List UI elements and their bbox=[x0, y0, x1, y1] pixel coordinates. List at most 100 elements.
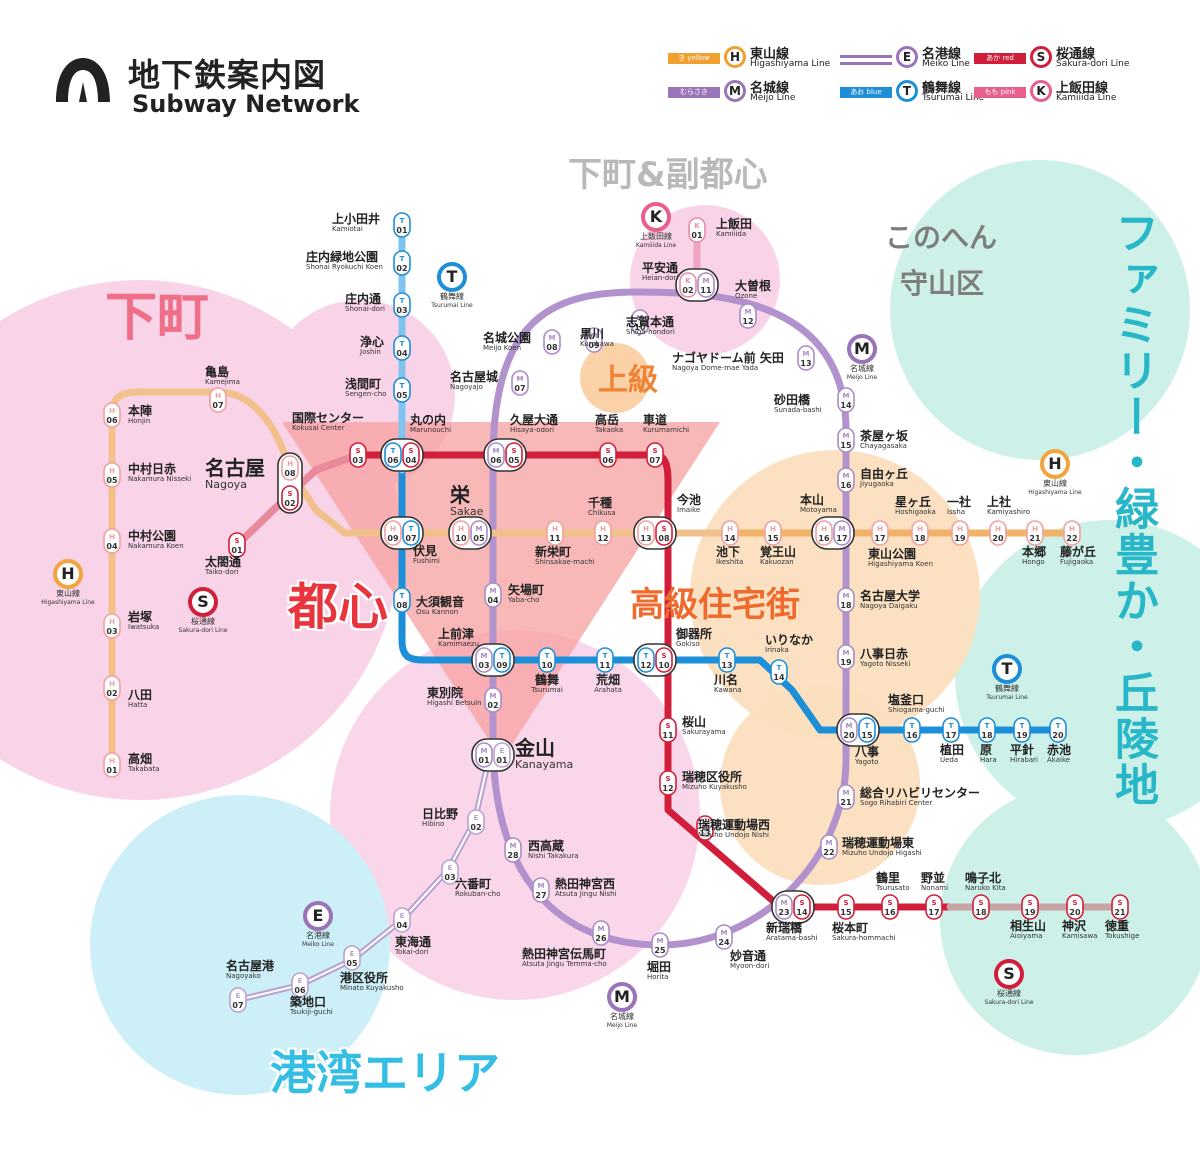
station-code-number: 19 bbox=[1024, 908, 1036, 917]
station-marker[interactable]: M16 bbox=[837, 467, 855, 493]
station-marker[interactable]: M18 bbox=[837, 587, 855, 613]
station-marker[interactable]: M25 bbox=[651, 932, 669, 958]
station-marker[interactable]: M22 bbox=[820, 834, 838, 860]
station-marker[interactable]: H19 bbox=[951, 520, 969, 546]
station-marker[interactable]: S20 bbox=[1066, 894, 1084, 920]
station-code-pill bbox=[504, 837, 522, 863]
station-name-en: Minato Kuyakusho bbox=[340, 983, 404, 992]
station-marker[interactable]: E06 bbox=[291, 972, 309, 998]
station-marker[interactable]: E04 bbox=[393, 907, 411, 933]
station-marker[interactable]: T02 bbox=[393, 250, 411, 276]
station-marker[interactable]: M19 bbox=[837, 644, 855, 670]
station-marker[interactable]: M13 bbox=[797, 345, 815, 371]
station-marker[interactable]: E05 bbox=[343, 945, 361, 971]
station-marker[interactable]: T17 bbox=[942, 717, 960, 743]
station-marker[interactable]: T14 bbox=[770, 659, 788, 685]
station-marker[interactable]: M09 bbox=[585, 327, 603, 353]
station-marker[interactable]: T03 bbox=[393, 292, 411, 318]
station-marker[interactable]: H02 bbox=[103, 675, 121, 701]
station-marker[interactable]: H17 bbox=[871, 520, 889, 546]
station-marker[interactable]: T11 bbox=[596, 647, 614, 673]
station-name-jp: 御器所 bbox=[676, 627, 713, 641]
station-marker[interactable]: S18 bbox=[972, 894, 990, 920]
station-marker[interactable]: S03 bbox=[349, 442, 367, 468]
station-marker[interactable]: T05 bbox=[393, 377, 411, 403]
station-marker[interactable]: M07 bbox=[511, 370, 529, 396]
station-marker[interactable]: T13 bbox=[718, 647, 736, 673]
station-marker[interactable]: M08 bbox=[543, 329, 561, 355]
station-marker[interactable]: M21 bbox=[837, 784, 855, 810]
station-name-jp: 矢場町 bbox=[508, 583, 545, 597]
station-marker[interactable]: S21 bbox=[1111, 894, 1129, 920]
station-marker[interactable]: S16 bbox=[881, 894, 899, 920]
station-marker[interactable]: H18 bbox=[911, 520, 929, 546]
station-marker[interactable]: M02 bbox=[484, 687, 502, 713]
station-marker[interactable]: S17 bbox=[925, 894, 943, 920]
station-marker[interactable]: M10 bbox=[631, 309, 649, 335]
station-name-en: Sunada-bashi bbox=[774, 405, 822, 414]
station-marker[interactable]: H05 bbox=[103, 462, 121, 488]
station-marker[interactable]: H12 bbox=[594, 520, 612, 546]
station-marker[interactable]: T19 bbox=[1013, 717, 1031, 743]
station-marker[interactable]: T01 bbox=[393, 212, 411, 238]
station-marker[interactable]: S07 bbox=[646, 442, 664, 468]
station-marker[interactable]: M28 bbox=[504, 837, 522, 863]
station-name-en: Kanayama bbox=[515, 758, 574, 771]
station-marker[interactable]: S06 bbox=[599, 442, 617, 468]
station-marker[interactable]: S19 bbox=[1021, 894, 1039, 920]
station-code-pill bbox=[903, 717, 921, 743]
station-marker[interactable]: H06 bbox=[103, 402, 121, 428]
station-marker[interactable]: T18 bbox=[978, 717, 996, 743]
station-marker[interactable]: M12 bbox=[739, 303, 757, 329]
station-marker[interactable]: S11 bbox=[659, 717, 677, 743]
station-marker[interactable]: E03 bbox=[441, 859, 459, 885]
station-marker[interactable]: H11 bbox=[546, 520, 564, 546]
station-marker[interactable]: H21 bbox=[1026, 520, 1044, 546]
station-marker[interactable]: T16 bbox=[903, 717, 921, 743]
legend-name-jp: 名港線 bbox=[922, 47, 962, 62]
station-code-pill bbox=[393, 212, 411, 238]
station-marker[interactable]: T10 bbox=[538, 647, 556, 673]
station-marker[interactable]: M14 bbox=[837, 387, 855, 413]
line-badge-en: Sakura-dori Line bbox=[178, 627, 228, 634]
station-marker[interactable]: H14 bbox=[721, 520, 739, 546]
station-marker[interactable]: H07 bbox=[209, 387, 227, 413]
station-marker[interactable]: M24 bbox=[715, 924, 733, 950]
station-marker[interactable]: T20 bbox=[1049, 717, 1067, 743]
station-marker[interactable]: H04 bbox=[103, 528, 121, 554]
station-marker[interactable]: E07 bbox=[229, 987, 247, 1013]
station-marker[interactable]: E02 bbox=[467, 809, 485, 835]
station-code-pill bbox=[697, 272, 715, 298]
station-marker[interactable]: T04 bbox=[393, 335, 411, 361]
station-marker[interactable]: S15 bbox=[837, 894, 855, 920]
station-name-jp: 藤が丘 bbox=[1060, 545, 1097, 559]
station-marker[interactable]: S13 bbox=[696, 815, 714, 841]
station-marker[interactable]: S12 bbox=[659, 770, 677, 796]
station-marker[interactable]: S01 bbox=[228, 532, 246, 558]
station-marker[interactable]: M26 bbox=[592, 920, 610, 946]
station-code-pill bbox=[659, 717, 677, 743]
station-marker[interactable]: M04 bbox=[484, 582, 502, 608]
station-marker[interactable]: M15 bbox=[837, 427, 855, 453]
station-marker[interactable]: H22 bbox=[1063, 520, 1081, 546]
station-marker[interactable]: H01 bbox=[103, 752, 121, 778]
station-marker[interactable]: H15 bbox=[764, 520, 782, 546]
station-marker[interactable]: K01 bbox=[688, 217, 706, 243]
station-marker[interactable]: T08 bbox=[393, 587, 411, 613]
station-marker[interactable]: H20 bbox=[989, 520, 1007, 546]
station-marker[interactable]: M27 bbox=[532, 877, 550, 903]
station-marker[interactable]: H03 bbox=[103, 613, 121, 639]
